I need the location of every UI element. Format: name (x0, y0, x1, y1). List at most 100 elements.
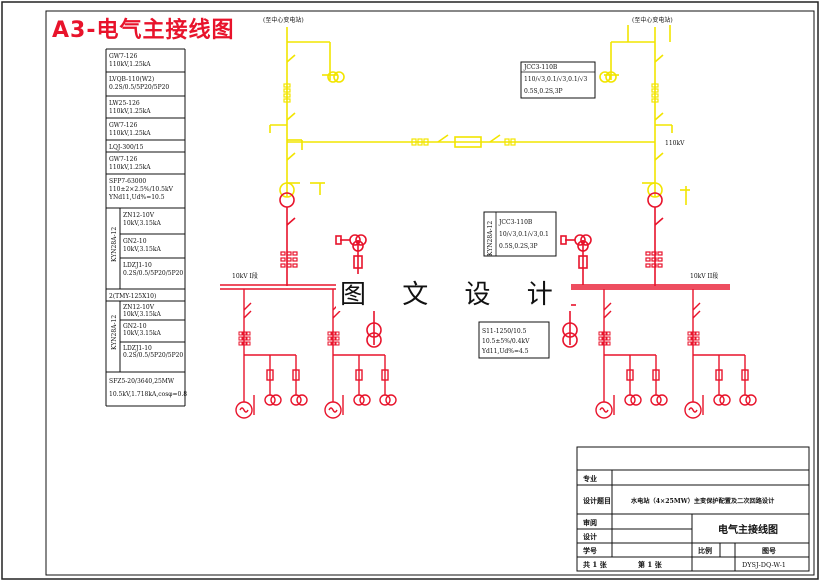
equipment-spec-text: LW25-126 (109, 100, 140, 107)
feeder-pt (745, 394, 757, 406)
station-transformer-spec-text: Yd11,Ud%=4.5 (481, 348, 529, 355)
feeder-fuse (715, 369, 723, 381)
feeder-ct (606, 336, 611, 341)
feeder-fuse (292, 369, 300, 381)
feeder-pt (713, 394, 725, 406)
feeder-ct (691, 331, 696, 336)
feeder-ct (335, 341, 340, 346)
feeder-pt (264, 394, 276, 406)
equipment-spec-text: 110kV,1.25kA (109, 130, 151, 137)
feeder-disconnector (243, 302, 252, 311)
feeder-ct (242, 331, 247, 336)
feeder-ct (602, 341, 607, 346)
feeder-ct (695, 341, 700, 346)
pt-spec-text: 0.5S,0.2S,3P (524, 88, 563, 95)
feeder-fuse (266, 369, 274, 381)
feeder-ct (335, 331, 340, 336)
generator-spec-text: SFZ5-20/3640,25MW (109, 378, 175, 385)
station-transformer-spec-text: 10.5±5%/0.4kV (482, 338, 530, 345)
feeder-ct (602, 336, 607, 341)
switchgear-cabinet-label: KYN28A-12 (111, 227, 118, 262)
tb-drawing-name: 电气主接线图 (718, 523, 778, 536)
feeder-ct (335, 336, 340, 341)
tb-student-id-label: 学号 (583, 546, 597, 555)
feeder-ct (246, 341, 251, 346)
bus-left-label: 10kV I段 (232, 272, 258, 280)
switchgear-spec-text: 10kV,3.15kA (123, 330, 161, 337)
feeder-fuse (652, 369, 660, 381)
feeder-ct (598, 331, 603, 336)
feeder-ct (606, 341, 611, 346)
tb-review-label: 审阅 (583, 518, 597, 527)
lv-10kv-system (220, 192, 730, 348)
generator-symbol (235, 401, 253, 419)
switchgear-spec-text: LDZJ1-10 (123, 262, 152, 269)
feeder-ct (687, 336, 692, 341)
feeder-ct (242, 341, 247, 346)
left-equipment-table: GW7-126110kV,1.25kALVQB-110(W2)0.2S/0.5/… (105, 48, 187, 407)
equipment-spec-text: 110kV,1.25kA (109, 61, 151, 68)
equipment-spec-text: GW7-126 (109, 156, 137, 163)
feeder-ct (238, 336, 243, 341)
feeder-pt (719, 394, 731, 406)
feeder-disconnector (692, 302, 701, 311)
generator-symbol (324, 401, 342, 419)
feeder-ct (598, 336, 603, 341)
pt-spec-text: 10/√3,0.1/√3,0.1 (499, 231, 549, 238)
feeder-pt (656, 394, 668, 406)
pt-box-mid: JCC3-110B10/√3,0.1/√3,0.10.5S,0.2S,3PKYN… (483, 211, 557, 257)
left-source-label: (至中心变电站) (263, 16, 304, 24)
switchgear-spec-text: 10kV,3.15kA (123, 246, 161, 253)
equipment-spec-text: LVQB-110(W2) (109, 76, 154, 83)
feeder-breaker (243, 310, 252, 319)
feeder-pt (624, 394, 636, 406)
switchgear-spec-text: GN2-10 (123, 238, 147, 245)
equipment-spec-text: GW7-126 (109, 53, 137, 60)
generator-feeders (235, 289, 757, 419)
switchgear-cabinet-label: KYN28A-12 (111, 315, 118, 350)
pt-spec-text: JCC3-110B (523, 64, 558, 71)
feeder-ct (327, 336, 332, 341)
feeder-pt (650, 394, 662, 406)
busbar-spec-text: 2(TMY-125X10) (109, 293, 156, 300)
feeder-ct (695, 336, 700, 341)
feeder-ct (238, 331, 243, 336)
feeder-fuse (381, 369, 389, 381)
right-source-label: (至中心变电站) (632, 16, 673, 24)
hv-110kv-system (269, 25, 690, 205)
inner-border (45, 10, 815, 576)
generator-symbol (595, 401, 613, 419)
feeder-ct (246, 336, 251, 341)
switchgear-spec-text: 0.2S/0.5/5P20/5P20 (123, 270, 183, 277)
generator-sine (239, 407, 249, 413)
feeder-ct (327, 331, 332, 336)
feeder-ct (687, 341, 692, 346)
equipment-spec-text: LQJ-300/15 (109, 144, 144, 151)
hv-bus-label: 110kV (665, 140, 685, 147)
feeder-ct (687, 331, 692, 336)
tb-ratio-label: 比例 (698, 546, 712, 555)
tb-topic-value: 水电站（4×25MW）主变保护配置及二次回路设计 (631, 497, 775, 505)
feeder-breaker (692, 310, 701, 319)
tb-sheets-total: 共 1 张 (583, 560, 608, 569)
feeder-ct (238, 341, 243, 346)
feeder-pt (353, 394, 365, 406)
feeder-ct (602, 331, 607, 336)
feeder-pt (296, 394, 308, 406)
feeder-fuse (626, 369, 634, 381)
title-block (576, 446, 810, 572)
feeder-pt (385, 394, 397, 406)
feeder-ct (691, 336, 696, 341)
pt-spec-text: 110/√3,0.1/√3,0.1/√3 (524, 76, 588, 83)
feeder-ct (331, 331, 336, 336)
generator-symbol (684, 401, 702, 419)
equipment-spec-text: SFP7-63000 (109, 178, 146, 185)
feeder-ct (327, 341, 332, 346)
page-title: A3-电气主接线图 (52, 18, 235, 43)
tb-sheet-no: 第 1 张 (638, 560, 663, 569)
generator-sine (328, 407, 338, 413)
switchgear-spec-text: ZN12-10V (123, 212, 155, 219)
